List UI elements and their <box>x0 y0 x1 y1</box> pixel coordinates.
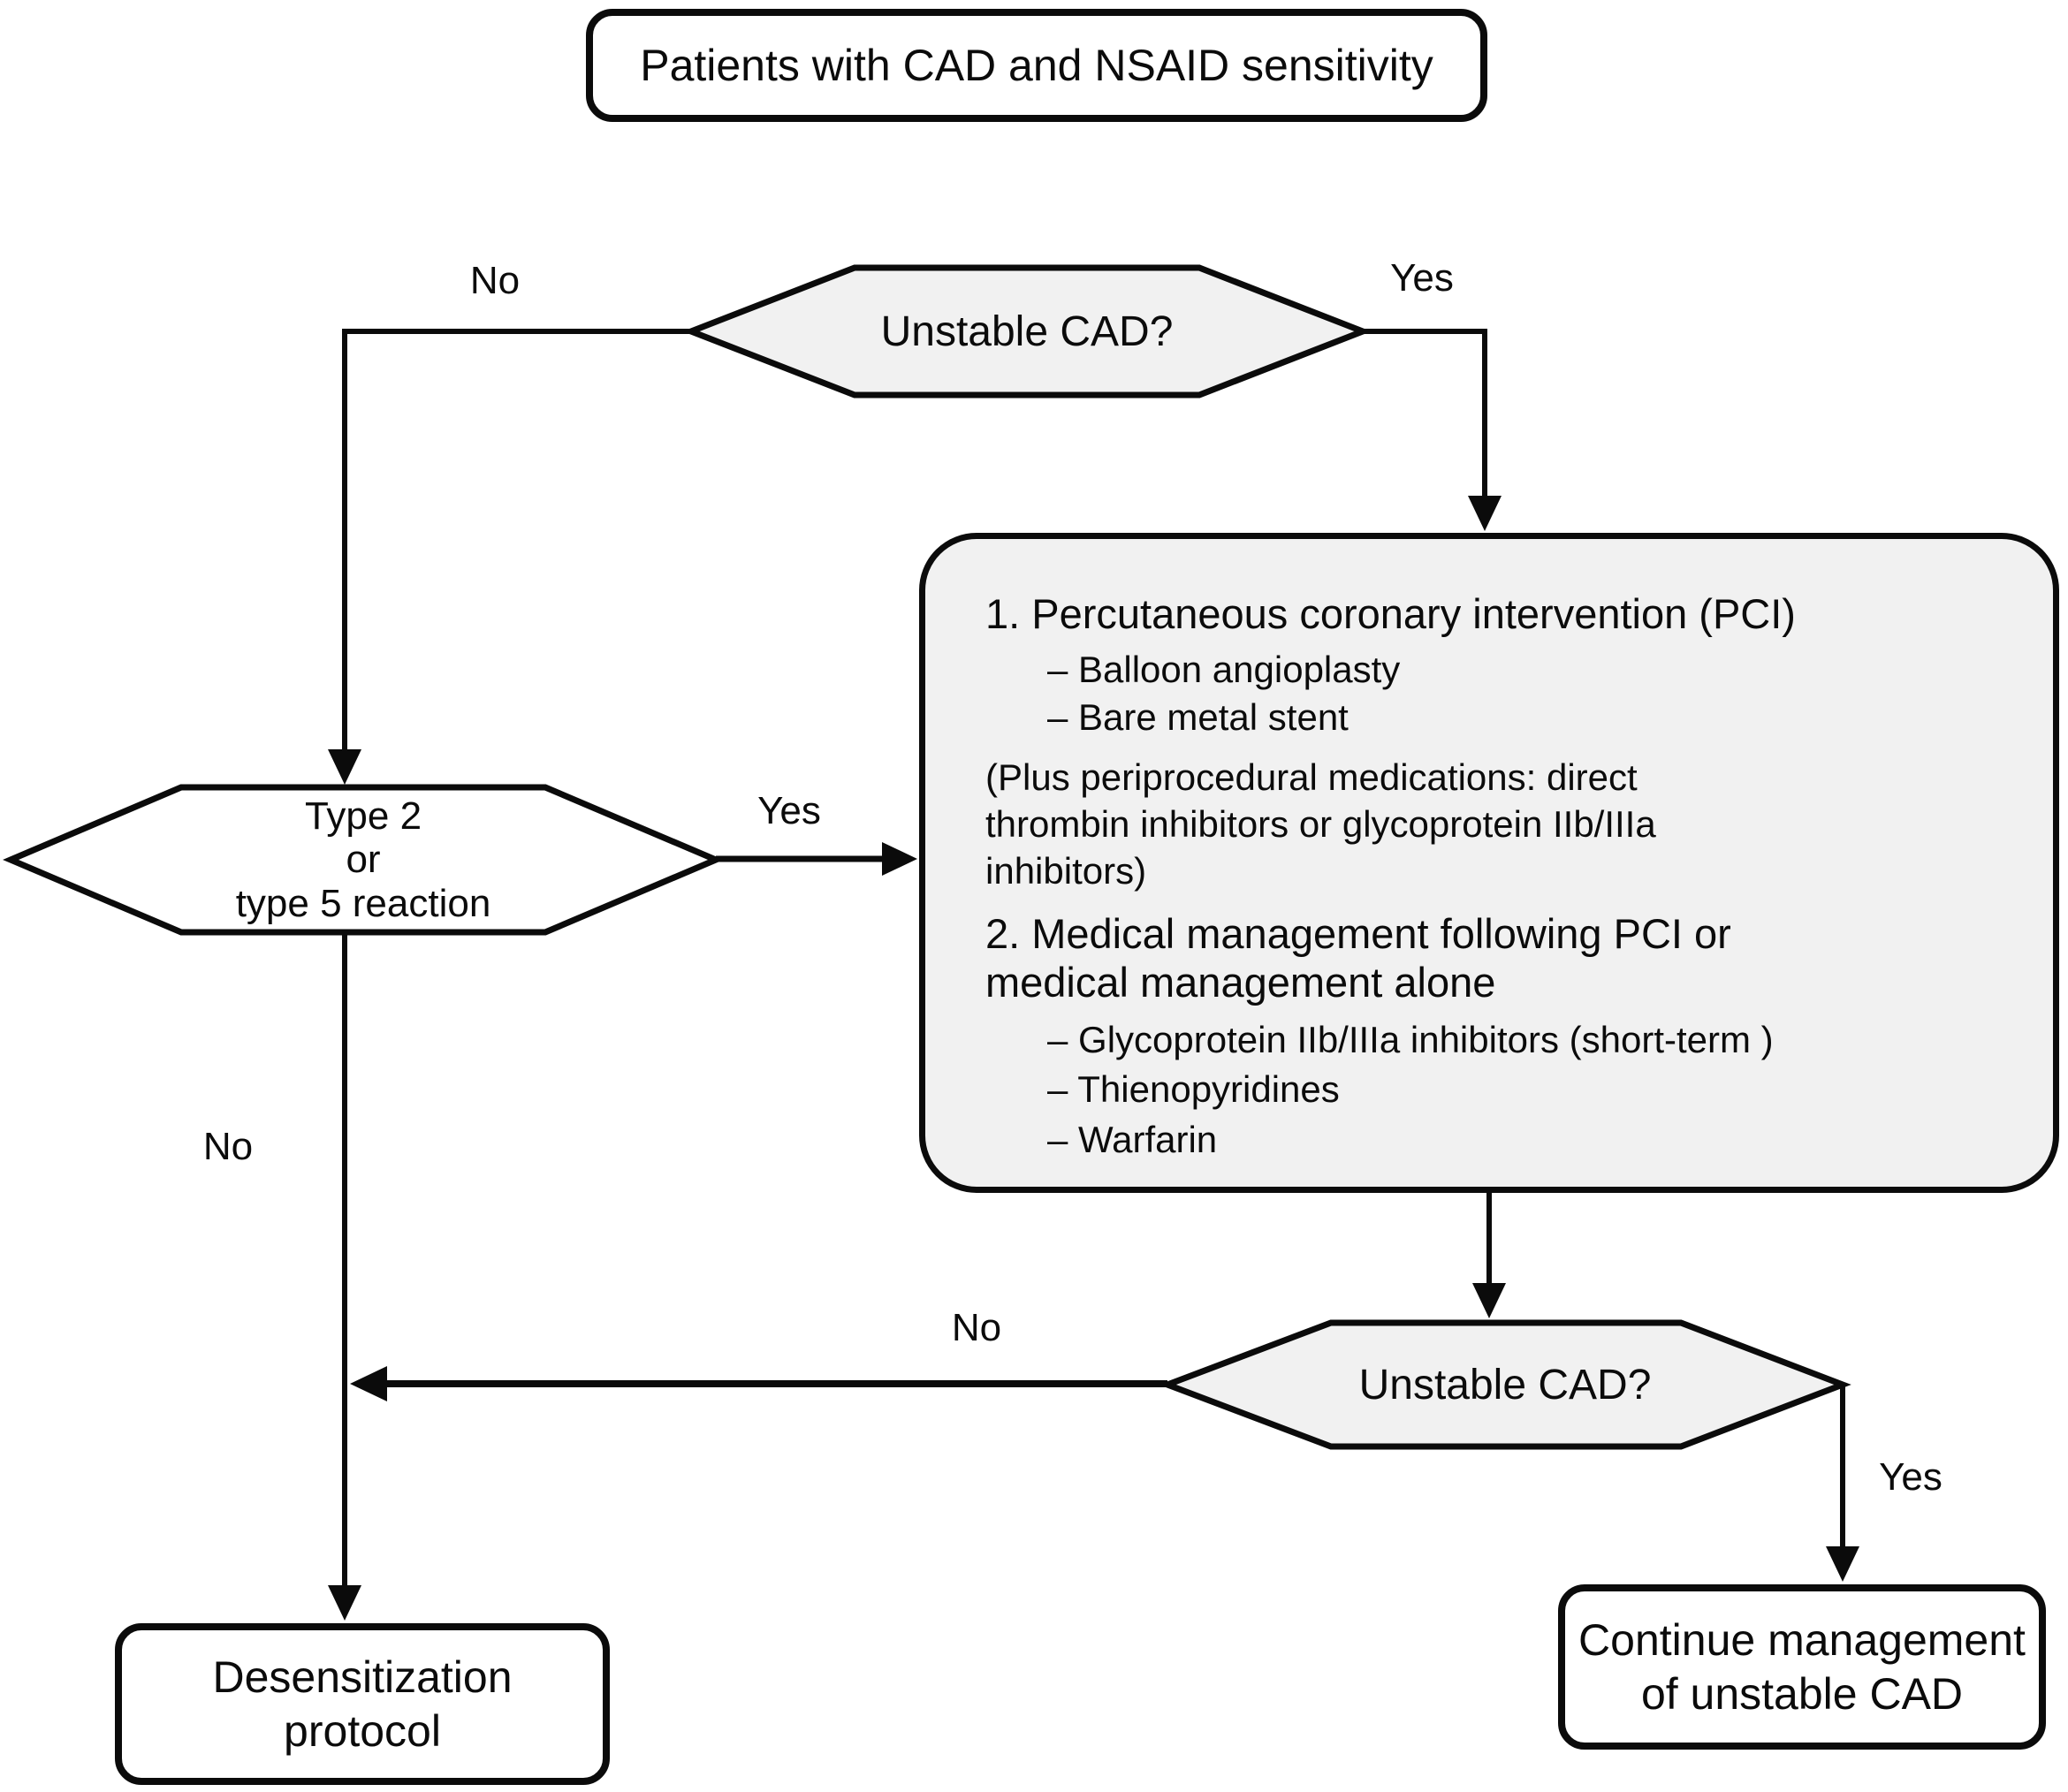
node-decision-unstable-cad-2: Unstable CAD? <box>1167 1323 1843 1447</box>
treatment-item1-bullet1: – Balloon angioplasty <box>1047 649 1401 690</box>
node-desensitization-protocol: Desensitization protocol <box>115 1623 610 1785</box>
edge-label-reaction-no: No <box>202 1125 254 1168</box>
treatment-paren-line1: (Plus periprocedural medications: direct <box>985 756 1638 798</box>
node-start: Patients with CAD and NSAID sensitivity <box>586 9 1487 122</box>
desensitization-line2: protocol <box>284 1705 441 1756</box>
decision-unstable-cad-2-label: Unstable CAD? <box>1358 1361 1652 1409</box>
treatment-item2-bullet2: – Thienopyridines <box>1047 1068 1340 1110</box>
treatment-item2-heading-line1: 2. Medical management following PCI or <box>985 910 1731 957</box>
edge-label-unstable1-no: No <box>469 259 521 302</box>
node-treatment-options: 1. Percutaneous coronary intervention (P… <box>919 533 2059 1193</box>
treatment-item2-bullet3: – Warfarin <box>1047 1119 1218 1160</box>
treatment-item1-heading: 1. Percutaneous coronary intervention (P… <box>985 590 1796 637</box>
edge-unstable1-yes-arrowhead <box>1468 496 1502 531</box>
treatment-item1-bullet2: – Bare metal stent <box>1047 696 1349 738</box>
edge-unstable2-yes-arrowhead <box>1826 1546 1859 1582</box>
treatment-paren-line2: thrombin inhibitors or glycoprotein IIb/… <box>985 803 1656 845</box>
treatment-item2-heading-line2: medical management alone <box>985 959 1496 1006</box>
continue-management-line1: Continue management <box>1578 1614 2026 1665</box>
edge-reaction-no-arrowhead <box>328 1585 361 1621</box>
continue-management-line2: of unstable CAD <box>1640 1668 1964 1719</box>
edge-treatment-to-unstable2-arrowhead <box>1472 1283 1506 1318</box>
edge-unstable1-no-line <box>342 329 691 751</box>
edge-reaction-yes-arrowhead <box>882 842 917 876</box>
treatment-paren-line3: inhibitors) <box>985 850 1147 892</box>
decision-unstable-cad-1-label: Unstable CAD? <box>880 308 1174 355</box>
edge-label-unstable2-yes: Yes <box>1879 1455 1943 1499</box>
edge-label-unstable2-no: No <box>951 1306 1002 1349</box>
node-decision-reaction-type: Type 2 or type 5 reaction <box>11 787 716 932</box>
node-start-label: Patients with CAD and NSAID sensitivity <box>640 41 1433 90</box>
node-decision-unstable-cad-1: Unstable CAD? <box>691 268 1363 395</box>
treatment-item2-bullet1: – Glycoprotein IIb/IIIa inhibitors (shor… <box>1047 1019 1774 1060</box>
desensitization-line1: Desensitization <box>212 1652 513 1702</box>
edge-unstable2-no-arrowhead <box>350 1366 387 1401</box>
decision-reaction-type-line1: Type 2 <box>304 794 422 839</box>
edge-unstable1-no-arrowhead <box>328 749 361 785</box>
decision-reaction-type-line2: or <box>346 838 381 882</box>
edge-label-unstable1-yes: Yes <box>1390 256 1454 300</box>
edge-unstable1-yes-line <box>1363 329 1487 498</box>
node-continue-management: Continue management of unstable CAD <box>1558 1584 2046 1750</box>
edge-label-reaction-yes: Yes <box>757 789 821 832</box>
decision-reaction-type-line3: type 5 reaction <box>235 881 491 925</box>
